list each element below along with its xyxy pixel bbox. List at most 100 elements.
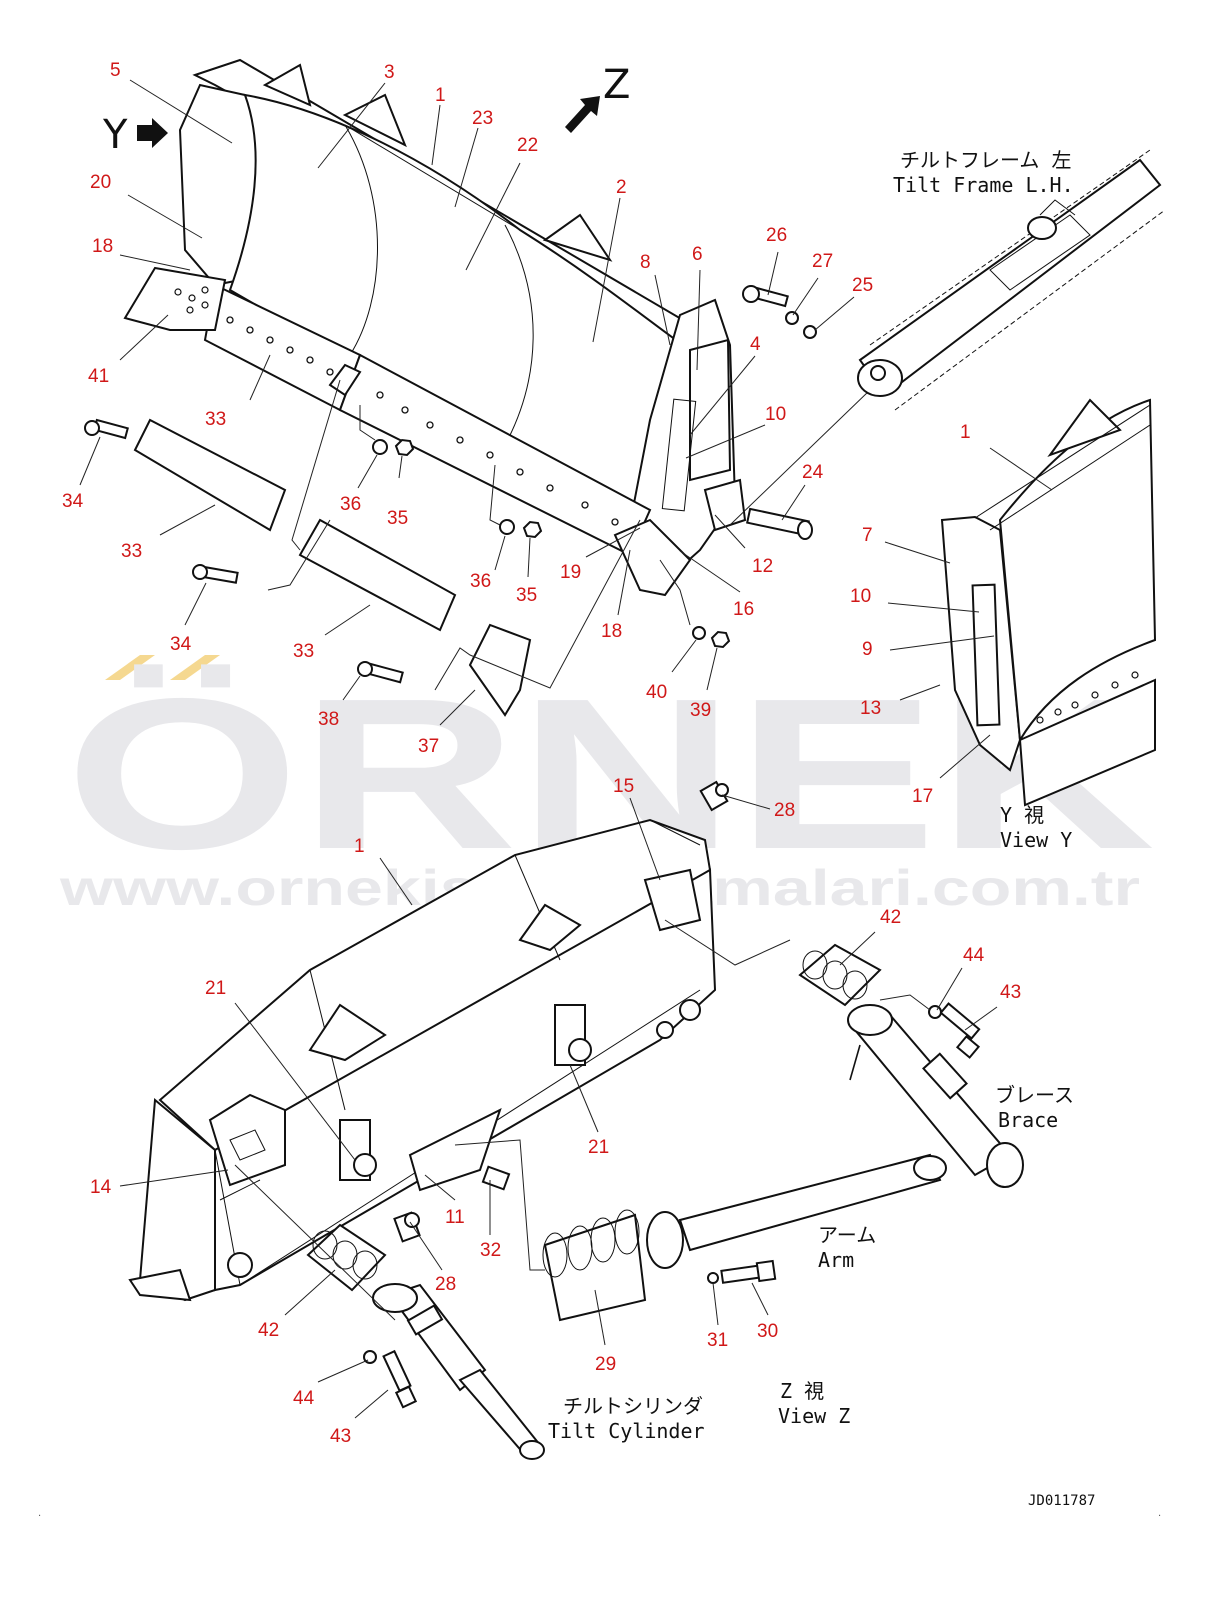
trunnion-21-b bbox=[554, 1004, 592, 1066]
rear-hook-2 bbox=[679, 999, 701, 1021]
view-z-jp: Z 視 bbox=[780, 1379, 824, 1403]
brace-jp: ブレース bbox=[995, 1083, 1074, 1107]
callout-2: 2 bbox=[616, 177, 627, 198]
cutting-edge-33-a bbox=[133, 418, 287, 532]
callout-23: 23 bbox=[472, 108, 493, 129]
guide-line-7 bbox=[729, 389, 871, 526]
callout-28-top: 28 bbox=[774, 800, 795, 821]
callout-37: 37 bbox=[418, 736, 439, 757]
callout-19: 19 bbox=[560, 562, 581, 583]
bolt-26 bbox=[742, 285, 789, 308]
callout-28-bottom: 28 bbox=[435, 1274, 456, 1295]
shim-stack-29 bbox=[542, 1209, 647, 1322]
callout-7: 7 bbox=[862, 525, 873, 546]
drawing-code: JD011787 bbox=[1028, 1493, 1095, 1509]
callout-4: 4 bbox=[750, 334, 761, 355]
washer-40 bbox=[692, 626, 706, 640]
arm-assembly bbox=[646, 1153, 947, 1269]
cylinder-head bbox=[372, 1283, 418, 1313]
view-y-back-rib bbox=[1047, 398, 1122, 458]
callout-16: 16 bbox=[733, 599, 754, 620]
washer-36-b bbox=[499, 519, 515, 535]
callout-32: 32 bbox=[480, 1240, 501, 1261]
callout-17: 17 bbox=[912, 786, 933, 807]
callout-15: 15 bbox=[613, 776, 634, 797]
guide-line-10 bbox=[454, 1139, 545, 1271]
washer-31 bbox=[707, 1272, 719, 1284]
grease-fitting-28-b bbox=[393, 1211, 421, 1243]
shim-stack-42-b bbox=[306, 1223, 387, 1292]
brace-assembly bbox=[847, 1004, 1024, 1188]
moldboard-curve-1 bbox=[344, 124, 378, 356]
cylinder-clamp bbox=[406, 1304, 444, 1336]
moldboard-curve-2 bbox=[504, 224, 534, 446]
rear-hook-3 bbox=[656, 1021, 674, 1039]
cylinder-eye bbox=[519, 1440, 545, 1460]
callout-1-bottom: 1 bbox=[354, 836, 365, 857]
callout-21-a: 21 bbox=[205, 978, 226, 999]
brace-en: Brace bbox=[998, 1108, 1058, 1132]
callout-35-a: 35 bbox=[387, 508, 408, 529]
bracket-15 bbox=[643, 868, 702, 932]
blade-assembly-top: Y Z bbox=[102, 58, 747, 597]
callout-26: 26 bbox=[766, 225, 787, 246]
callout-22: 22 bbox=[517, 135, 538, 156]
view-y-top-beam bbox=[974, 404, 1151, 531]
washer-44-a bbox=[928, 1005, 942, 1019]
y-view-marker: Y bbox=[102, 112, 128, 158]
view-y-strip bbox=[971, 583, 1001, 727]
bracket-14-hole bbox=[229, 1129, 266, 1161]
view-y-holes bbox=[1036, 671, 1139, 724]
washer-25 bbox=[803, 325, 817, 339]
tilt-cylinder-jp: チルトシリンダ bbox=[563, 1394, 703, 1418]
rear-rib-1 bbox=[308, 1003, 387, 1062]
callout-33-b: 33 bbox=[121, 541, 142, 562]
guide-line-11 bbox=[879, 994, 931, 1011]
callout-34-a: 34 bbox=[62, 491, 84, 512]
rear-frame-main bbox=[214, 868, 717, 1292]
callout-38: 38 bbox=[318, 709, 339, 730]
callout-1-top: 1 bbox=[435, 85, 446, 106]
moldboard-plate-line bbox=[344, 124, 521, 231]
blade-back-rib-3 bbox=[542, 213, 613, 262]
bolt-43-a bbox=[939, 1002, 981, 1059]
guide-line-8 bbox=[664, 919, 791, 966]
arm-body bbox=[678, 1153, 942, 1252]
rear-cutting-strip bbox=[128, 1268, 192, 1302]
bolt-34-a bbox=[84, 418, 129, 440]
z-view-arrow bbox=[565, 96, 600, 133]
callout-10-view-y: 10 bbox=[850, 586, 871, 607]
callout-24: 24 bbox=[802, 462, 824, 483]
arm-en: Arm bbox=[818, 1248, 854, 1272]
callout-36-a: 36 bbox=[340, 494, 361, 515]
callout-33-c: 33 bbox=[293, 641, 314, 662]
trunnion-21-a bbox=[339, 1119, 377, 1181]
guide-line-6 bbox=[659, 559, 691, 626]
callout-21-b: 21 bbox=[588, 1137, 609, 1158]
left-end-bit bbox=[123, 266, 227, 331]
tilt-frame-hole bbox=[870, 365, 886, 381]
rear-rib-2 bbox=[518, 903, 582, 952]
callout-10-top: 10 bbox=[765, 404, 786, 425]
callout-8: 8 bbox=[640, 252, 651, 273]
nut-35-a bbox=[394, 438, 415, 457]
tilt-frame-hook bbox=[1027, 216, 1057, 240]
pin-24 bbox=[746, 507, 813, 540]
tilt-frame-en: Tilt Frame L.H. bbox=[893, 173, 1074, 197]
callout-39: 39 bbox=[690, 700, 711, 721]
view-y-en: View Y bbox=[1000, 828, 1072, 852]
guide-line-1 bbox=[291, 379, 341, 551]
loose-parts-top bbox=[84, 285, 871, 717]
washer-27 bbox=[785, 311, 799, 325]
callout-6: 6 bbox=[692, 244, 703, 265]
watermark-accent-left bbox=[105, 655, 155, 680]
tilt-frame-lh: チルトフレーム 左 Tilt Frame L.H. bbox=[857, 148, 1166, 411]
view-y-moldboard bbox=[998, 398, 1157, 744]
grease-fitting-32 bbox=[481, 1165, 511, 1191]
callout-29: 29 bbox=[595, 1354, 616, 1375]
bracket-11 bbox=[408, 1108, 502, 1192]
callout-13: 13 bbox=[860, 698, 881, 719]
brace-end-bottom bbox=[986, 1142, 1024, 1188]
cutting-edge-bolt-holes bbox=[226, 316, 619, 526]
